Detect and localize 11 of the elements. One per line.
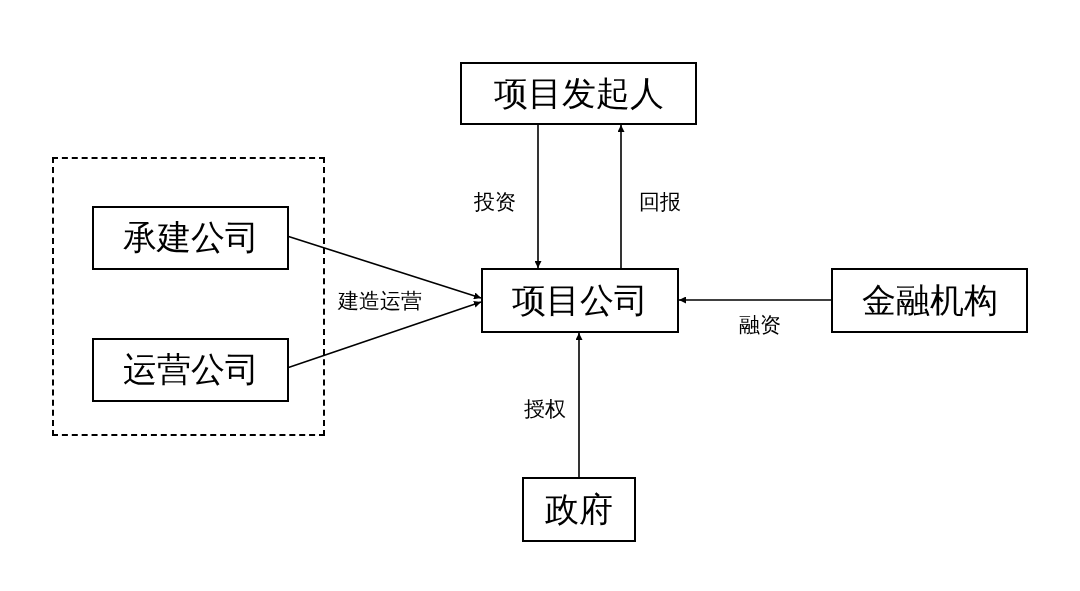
arrow <box>617 124 625 269</box>
process-box: 运营公司 <box>92 338 289 402</box>
process-box: 承建公司 <box>92 206 289 270</box>
process-box: 政府 <box>522 477 636 542</box>
arrow <box>575 332 583 478</box>
process-box: 金融机构 <box>831 268 1028 333</box>
dashed-group-box <box>52 157 325 436</box>
arrow <box>534 124 542 269</box>
process-box: 项目发起人 <box>460 62 697 125</box>
process-box: 项目公司 <box>481 268 679 333</box>
arrow <box>678 296 832 304</box>
